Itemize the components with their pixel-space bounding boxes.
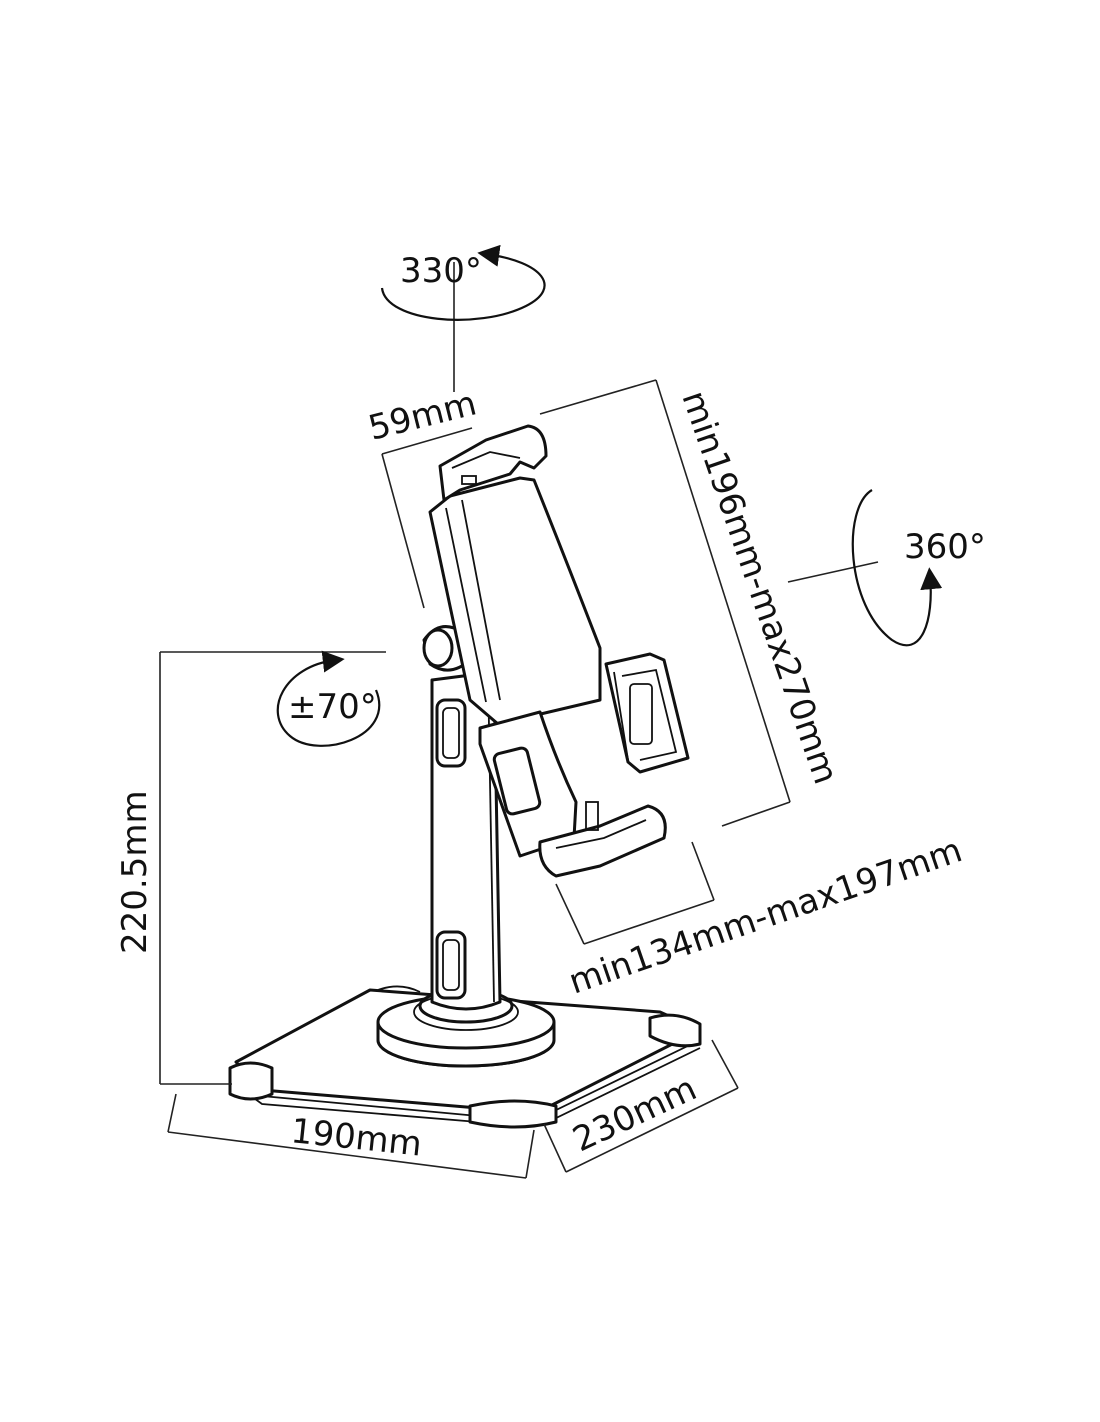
rotation-top-indicator	[380, 244, 546, 392]
column-slot-upper	[435, 698, 467, 768]
tilt-label: ±70°	[288, 687, 377, 727]
depth-label: 59mm	[365, 383, 481, 448]
rotation-top-label: 330°	[400, 251, 482, 291]
column-slot-lower	[435, 930, 467, 1000]
base-width-label: 190mm	[289, 1111, 424, 1164]
rotation-side-indicator	[787, 489, 943, 647]
tablet-holder	[428, 424, 690, 878]
tilt-indicator	[276, 650, 381, 747]
pivot-knob	[422, 628, 454, 668]
width-range-dimension	[555, 841, 715, 945]
depth-dimension	[381, 427, 473, 609]
base-depth-dimension	[543, 1039, 739, 1173]
height-dimension	[159, 651, 386, 1085]
top-clamp	[438, 424, 548, 502]
rotation-side-label: 360°	[904, 527, 986, 567]
side-clamp	[604, 652, 690, 774]
bottom-clamp	[538, 804, 667, 878]
base-foot-left	[228, 1061, 274, 1101]
base-foot-right	[648, 1013, 702, 1048]
arm-slot	[492, 746, 542, 816]
height-range-dimension	[539, 379, 791, 827]
base-width-dimension	[167, 1093, 535, 1179]
height-range-label: min196mm-max270mm	[673, 386, 845, 789]
base-foot-front	[468, 1099, 558, 1129]
height-label: 220.5mm	[115, 790, 155, 954]
